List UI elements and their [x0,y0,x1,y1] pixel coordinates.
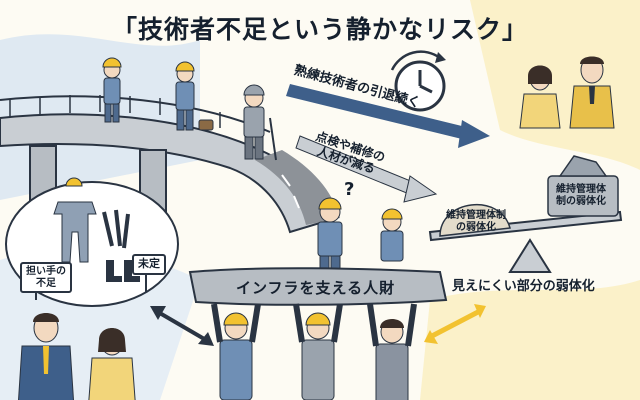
left-double-arrow [150,306,214,346]
scale-right-label: 維持管理体 制の弱体化 [556,184,606,207]
retirement-arrow [286,84,490,148]
beam-label: インフラを支える人財 [236,279,396,297]
undecided-sign: 未定 [132,254,166,275]
question-mark: ? [344,179,355,200]
decline-arrow [295,135,438,203]
hidden-weakness-label: 見えにくい部分の弱体化 [452,279,595,294]
managers [519,56,615,129]
clock-icon [390,50,446,112]
retiring-workers [102,57,277,161]
page-title: 「技術者不足という静かなリスク」 [111,15,528,44]
shortage-sign: 担い手の 不足 [20,262,72,293]
supporting-workers [211,303,417,400]
balance-scale [428,155,623,273]
scale-left-label: 維持管理体制 の弱体化 [446,210,506,233]
business-people [18,313,136,400]
right-double-arrow [424,304,486,344]
